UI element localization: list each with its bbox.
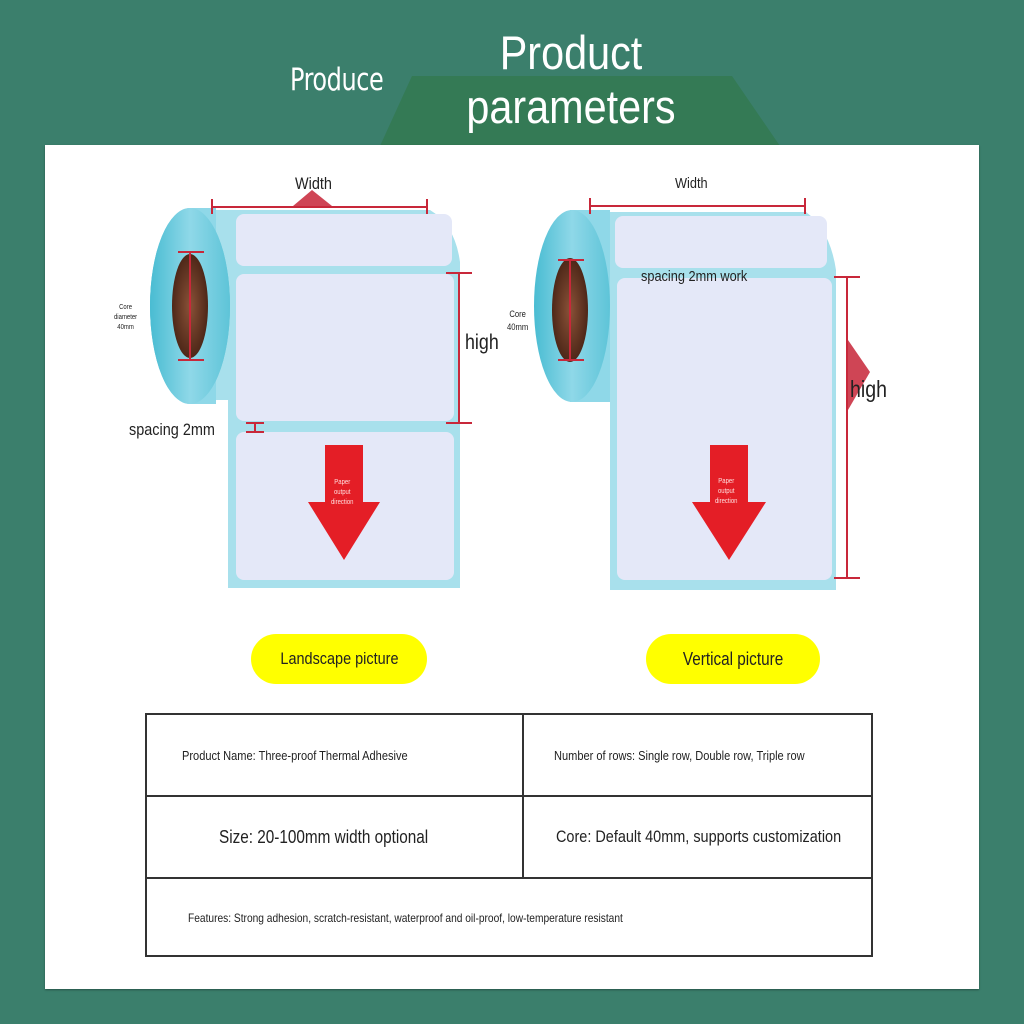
spec-row-3: Features: Strong adhesion, scratch-resis… <box>147 879 871 957</box>
landscape-high-label: high <box>465 331 499 354</box>
spec-table: Product Name: Three-proof Thermal Adhesi… <box>145 713 873 957</box>
spec-cell-rows: Number of rows: Single row, Double row, … <box>554 747 805 763</box>
vertical-caption: Vertical picture <box>682 648 784 669</box>
landscape-roll <box>150 190 472 588</box>
spec-cell-core: Core: Default 40mm, supports customizati… <box>556 827 842 846</box>
vertical-roll <box>534 198 870 590</box>
vertical-width-label: Width <box>675 175 708 192</box>
landscape-caption: Landscape picture <box>279 649 399 668</box>
landscape-spacing-label: spacing 2mm <box>129 420 215 439</box>
vertical-paper-direction-arrow-icon <box>692 445 766 560</box>
page-title-line1: Product <box>499 26 643 79</box>
page-title: Product parameters <box>456 26 687 134</box>
landscape-width-label: Width <box>295 174 332 193</box>
vertical-spacing-label: spacing 2mm work <box>641 268 748 285</box>
spec-cell-size: Size: 20-100mm width optional <box>147 797 524 877</box>
vertical-core-label: Core 40mm <box>507 309 529 332</box>
landscape-caption-badge: Landscape picture <box>251 634 427 684</box>
landscape-paper-direction-arrow-icon <box>308 445 380 560</box>
title-banner <box>380 76 780 146</box>
spec-row-2: Size: 20-100mm width optional Core: Defa… <box>147 797 871 879</box>
landscape-arrow-text: Paper output direction <box>331 479 354 506</box>
vertical-arrow-text: Paper output direction <box>715 478 738 505</box>
spec-row-1: Product Name: Three-proof Thermal Adhesi… <box>147 715 871 797</box>
landscape-core-label: Core diameter 40mm <box>114 304 138 331</box>
spec-cell-features: Features: Strong adhesion, scratch-resis… <box>188 911 623 925</box>
page-title-line2: parameters <box>466 80 676 133</box>
vertical-caption-badge: Vertical picture <box>646 634 820 684</box>
vertical-high-label: high <box>850 376 887 402</box>
subtitle-produce: Produce <box>290 62 384 98</box>
spec-cell-product-name: Product Name: Three-proof Thermal Adhesi… <box>147 715 524 795</box>
